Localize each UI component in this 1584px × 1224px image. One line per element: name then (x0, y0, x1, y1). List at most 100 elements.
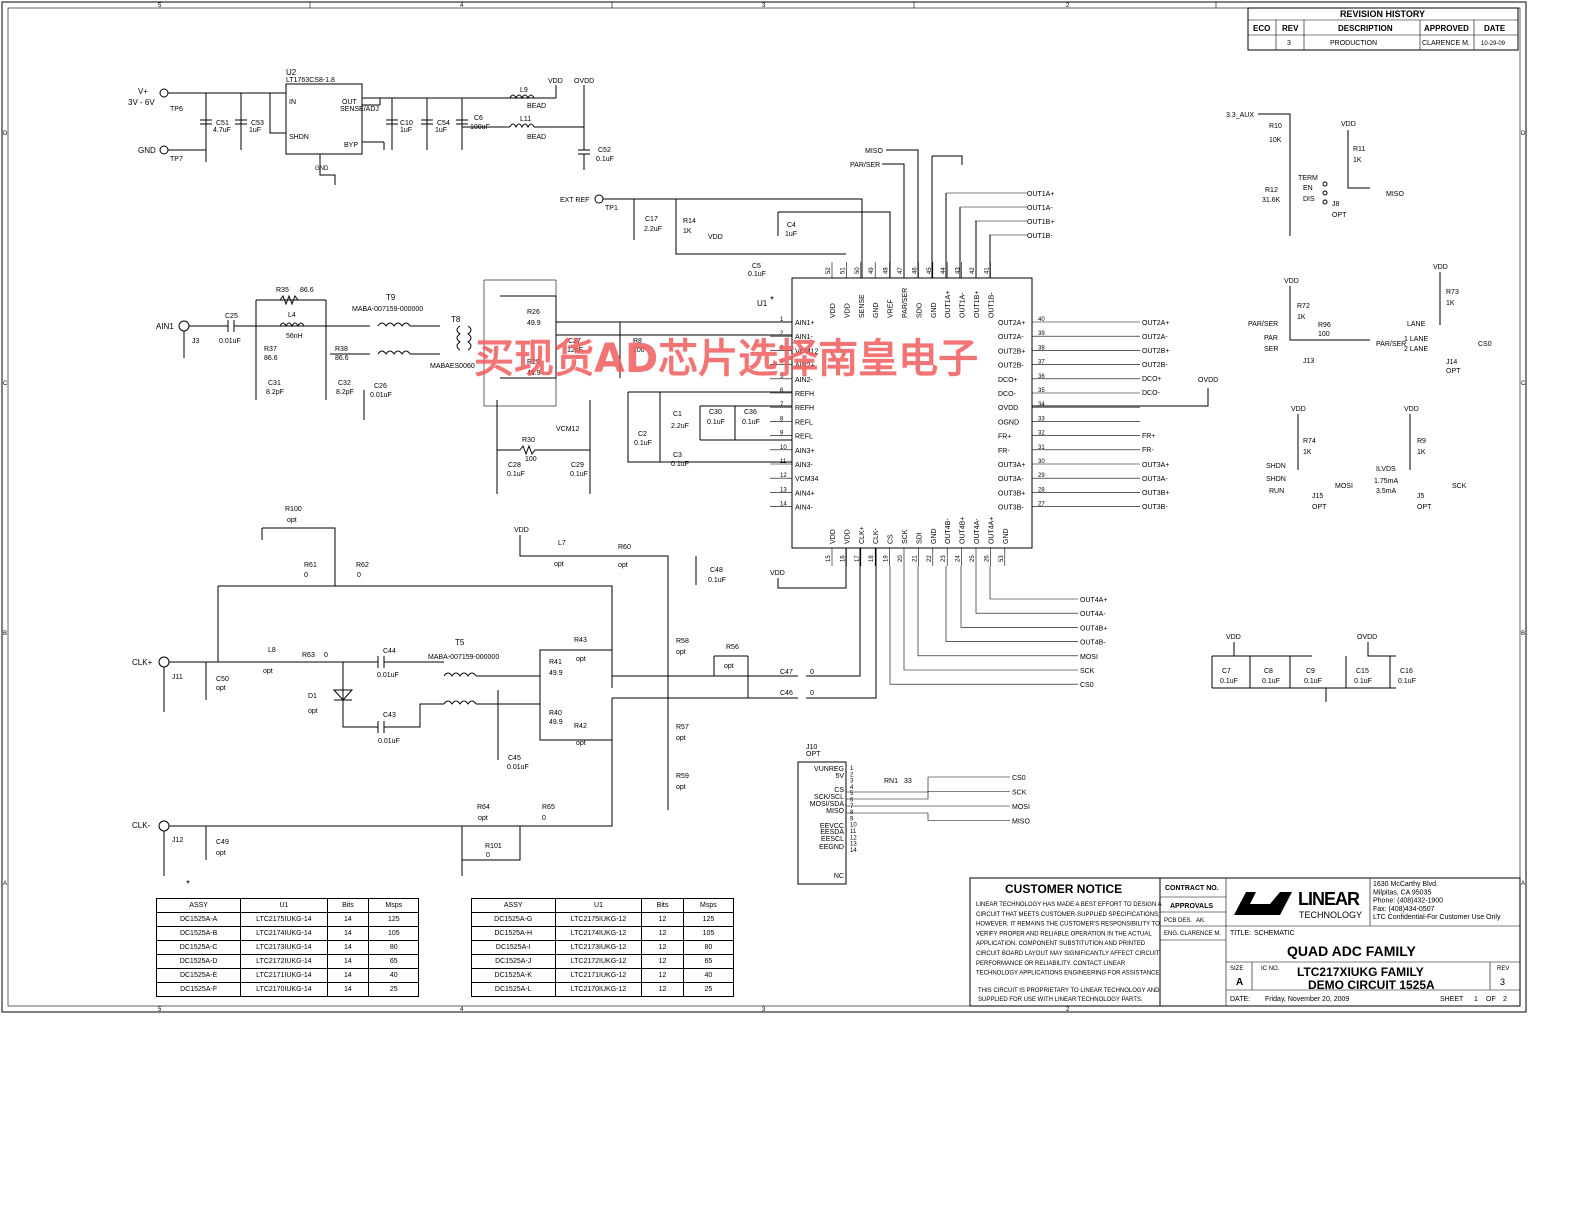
table-gap (418, 968, 472, 983)
u1-adc-chip (791, 277, 1033, 549)
u1-pin-number: 4 (780, 360, 784, 366)
decap-value: 0.1uF (1354, 678, 1372, 685)
j10-pin-number: 6 (850, 798, 854, 804)
c36-value: 0.1uF (742, 419, 760, 426)
r37-value: 86.6 (264, 355, 278, 362)
decoupling-section: VDD OVDD C70.1uFC80.1uFC90.1uFC150.1uFC1… (1211, 634, 1416, 702)
table-cell: 14 (326, 926, 370, 941)
r14-value: 1K (683, 228, 692, 235)
table-cell: 65 (368, 954, 420, 969)
u1-pin-name: VDD (830, 529, 837, 544)
j5-net: SCK (1452, 483, 1467, 490)
vdd-label: VDD (1404, 406, 1419, 413)
l8-ref: L8 (268, 647, 276, 654)
j13-ref: J13 (1303, 358, 1314, 365)
u1-pin-number: 30 (1038, 459, 1045, 465)
c17-ref: C17 (645, 216, 658, 223)
j5-35: 3.5mA (1376, 488, 1397, 495)
table-cell: 14 (326, 982, 370, 997)
col-marker: 3 (762, 1007, 766, 1013)
u1-pin-number: 48 (884, 267, 890, 274)
table-cell: LTC2171IUKG-12 (554, 968, 643, 983)
r56-value: opt (724, 663, 734, 670)
l7-value: opt (554, 561, 564, 568)
date-value: Friday, November 20, 2009 (1265, 996, 1349, 1003)
c48-value: 0.1uF (708, 577, 726, 584)
j14-label: LANE (1407, 321, 1426, 328)
c44-ref: C44 (383, 648, 396, 655)
j12-ref: J12 (172, 837, 183, 844)
offpage-connector: DCO- (1142, 390, 1161, 397)
row-marker: D (1521, 131, 1526, 137)
offpage-connector: SCK (1012, 790, 1027, 797)
j8-term: TERM (1298, 175, 1318, 182)
table-cell: 14 (326, 940, 370, 955)
u1-pin-number: 40 (1038, 317, 1045, 323)
u1-pin-number: 2 (780, 331, 784, 337)
net-line (846, 776, 1010, 793)
c32-value: 8.2pF (336, 389, 354, 396)
notice-line: CIRCUIT THAT MEETS CUSTOMER-SUPPLIED SPE… (976, 912, 1160, 918)
u1-pin-name: AIN1+ (795, 320, 815, 327)
u1-pin-number: 14 (780, 502, 787, 508)
r73-value: 1K (1446, 300, 1455, 307)
table-cell: DC1525A-A (155, 912, 242, 927)
r41-ref: R41 (549, 659, 562, 666)
net-line (846, 812, 1010, 821)
table-cell: 125 (682, 912, 735, 927)
eng-label: ENG. (1164, 931, 1179, 937)
u1-pin-name: OUT2B+ (998, 348, 1025, 355)
u1-pin-number: 49 (869, 267, 875, 274)
j10-pin-number: 10 (850, 823, 857, 829)
u1-top-pins: 52VDD51VDD50SENSE49GND48VREF47PAR/SER46S… (826, 262, 995, 318)
ovdd-label: OVDD (574, 78, 594, 85)
offpage-connector: OUT1A+ (1027, 191, 1054, 198)
j10-pin-number: 2 (850, 772, 854, 778)
offpage-connector: OUT4B- (1080, 640, 1106, 647)
u1-pin-name: OUT2A- (998, 334, 1024, 341)
u1-pin-name: OUT1B+ (974, 291, 981, 318)
c1-ref: C1 (673, 411, 682, 418)
j15-run: RUN (1269, 488, 1284, 495)
j10-pin-number: 12 (850, 835, 857, 841)
rn1-ref: RN1 (884, 778, 898, 785)
r62-ref: R62 (356, 562, 369, 569)
offpage-connector: OUT3A- (1142, 476, 1168, 483)
pcb-label: PCB DES. (1164, 918, 1192, 924)
table-cell: 125 (368, 912, 420, 927)
j5-label: ILVDS (1376, 466, 1396, 473)
offpage-connector: OUT1A- (1027, 205, 1053, 212)
l11-ref: L11 (520, 116, 531, 123)
address-line: 1630 McCarthy Blvd. (1373, 881, 1438, 888)
table-header: ASSY (155, 898, 242, 913)
clock-input-section: R100 opt R61 0 R62 0 VDD L7 opt R60 opt … (132, 506, 877, 890)
col-marker: 3 (762, 3, 766, 9)
table-header: Bits (641, 898, 684, 913)
offpage-connector: OUT2B+ (1142, 348, 1169, 355)
u1-pin-number: 7 (780, 402, 784, 408)
revision-header: REV (1282, 24, 1299, 33)
u1-pin-name: SDI (916, 532, 923, 544)
j10-pin-number: 13 (850, 842, 857, 848)
c27-ref: C27 (568, 338, 581, 345)
j10-pin-name: MOSI/SDA (810, 801, 845, 808)
tp7-test-point (159, 145, 169, 155)
r38-ref: R38 (335, 346, 348, 353)
c32-ref: C32 (338, 380, 351, 387)
c47-ref: C47 (780, 669, 793, 676)
table-cell: DC1525A-E (155, 968, 242, 983)
table-cell: 80 (368, 940, 420, 955)
demo-circuit: DEMO CIRCUIT 1525A (1308, 978, 1435, 992)
u1-pin-number: 51 (840, 267, 846, 274)
r65-value: 0 (542, 815, 546, 822)
sheet-inner-border (7, 7, 1521, 1007)
contract-label: CONTRACT NO. (1165, 885, 1219, 892)
r42-ref: R42 (574, 723, 587, 730)
sheet-label: SHEET (1440, 996, 1464, 1003)
offpage-connector: OUT2A+ (1142, 320, 1169, 327)
j14-opt: OPT (1446, 368, 1461, 375)
j14-ref: J14 (1446, 359, 1457, 366)
u1-pin-name: OUT3A+ (998, 462, 1025, 469)
